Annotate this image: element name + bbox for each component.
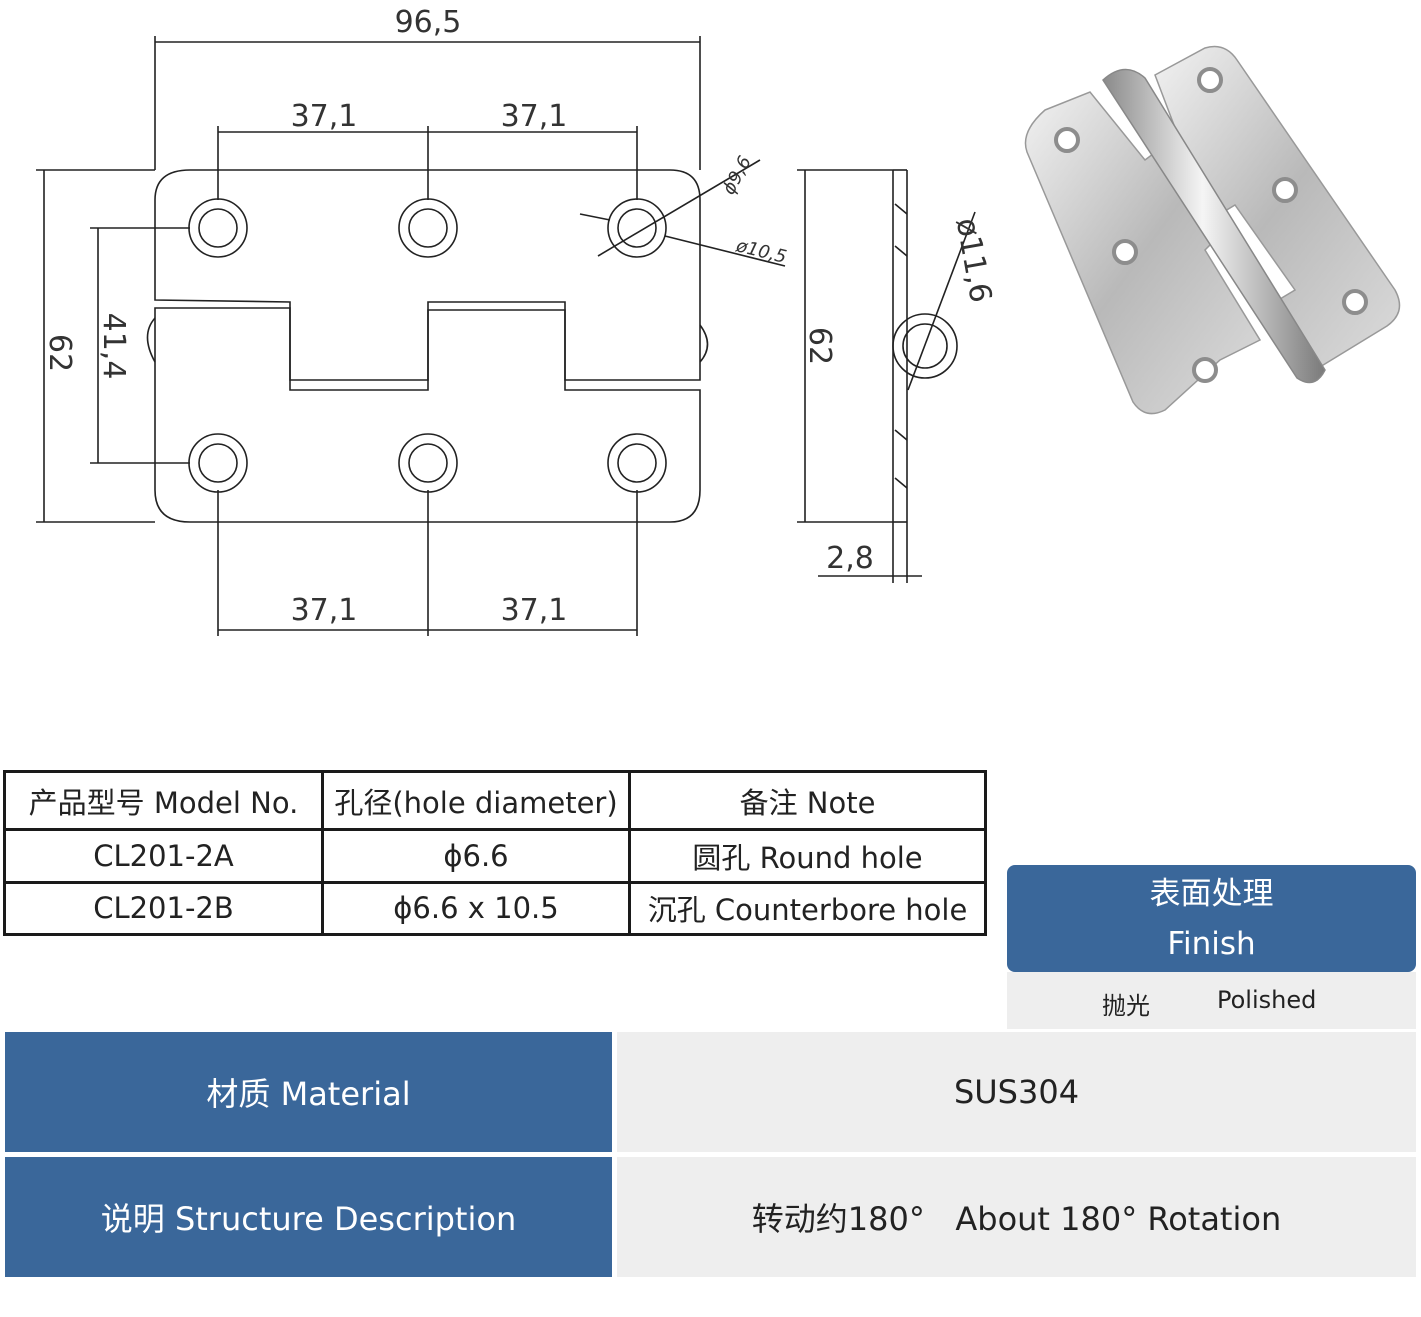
table-row: CL201-2A ϕ6.6 圆孔 Round hole	[3, 828, 987, 884]
cell-hole-diameter: ϕ6.6 x 10.5	[321, 880, 631, 937]
hole-top-2	[398, 198, 458, 258]
dim-thickness: 2,8	[826, 541, 874, 576]
hole-bottom-2	[398, 433, 458, 493]
cell-model: CL201-2B	[3, 880, 324, 937]
bottom-leaf-outline	[154, 307, 701, 523]
hole-top-1	[188, 198, 248, 258]
dim-overall-width: 96,5	[395, 5, 462, 40]
finish-title-en: Finish	[1167, 925, 1256, 962]
header-model-no: 产品型号 Model No.	[3, 769, 324, 832]
table-row: CL201-2B ϕ6.6 x 10.5 沉孔 Counterbore hole	[3, 880, 987, 937]
finish-value-zh: 抛光	[1102, 992, 1150, 1020]
dim-knuckle-diameter: ø11,6	[949, 215, 998, 305]
dim-hole-diameter: ϕ9,6	[718, 153, 756, 199]
knuckle-left	[146, 317, 156, 363]
dim-pitch-bottom-right: 37,1	[501, 593, 568, 628]
material-label: 材质 Material	[5, 1032, 612, 1152]
dim-pitch-top-left: 37,1	[291, 99, 358, 134]
finish-title-zh: 表面处理	[1149, 875, 1274, 912]
header-note: 备注 Note	[628, 769, 987, 832]
hole-top-3	[607, 198, 667, 258]
dim-pitch-top-right: 37,1	[501, 99, 568, 134]
dim-pitch-bottom-left: 37,1	[291, 593, 358, 628]
dim-counterbore-diameter: ø10,5	[733, 235, 789, 268]
cell-note: 圆孔 Round hole	[628, 828, 987, 884]
structure-value: 转动约180° About 180° Rotation	[617, 1157, 1416, 1277]
knuckle-right	[699, 324, 709, 363]
finish-value-panel: 抛光 Polished	[1007, 972, 1416, 1029]
structure-label: 说明 Structure Description	[5, 1157, 612, 1277]
spec-table: 产品型号 Model No. 孔径(hole diameter) 备注 Note…	[3, 769, 987, 937]
hinge-photo	[1024, 45, 1401, 415]
finish-header: 表面处理 Finish	[1007, 865, 1416, 972]
technical-drawing: 96,5 37,1 37,1 37,1 37,1 62 41,4 ϕ9,6 ø1…	[36, 5, 998, 636]
hole-bottom-3	[607, 433, 667, 493]
cell-model: CL201-2A	[3, 828, 324, 884]
dim-overall-height: 62	[42, 334, 77, 372]
spec-table-header-row: 产品型号 Model No. 孔径(hole diameter) 备注 Note	[3, 769, 987, 832]
header-hole-diameter: 孔径(hole diameter)	[321, 769, 631, 832]
cell-note: 沉孔 Counterbore hole	[628, 880, 987, 937]
dim-side-height: 62	[802, 327, 837, 365]
material-value: SUS304	[617, 1032, 1416, 1152]
hole-bottom-1	[188, 433, 248, 493]
dim-hole-spacing: 41,4	[96, 313, 131, 380]
finish-value-en: Polished	[1217, 986, 1317, 1014]
top-leaf-outline	[154, 169, 701, 381]
cell-hole-diameter: ϕ6.6	[321, 828, 631, 884]
